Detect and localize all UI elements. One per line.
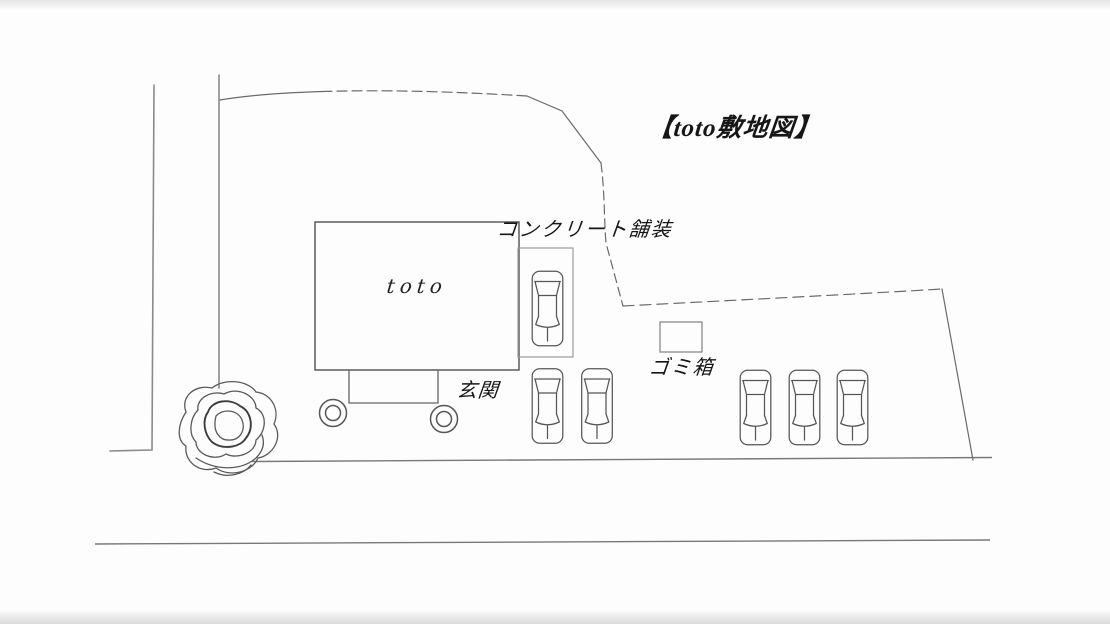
- porch-circle-left-outer: [318, 398, 348, 428]
- tree-stroke-tail: [213, 464, 252, 476]
- boundary-seg-3: [526, 95, 602, 164]
- car-row-1: [531, 368, 564, 444]
- trash-bin-label: ゴミ箱: [647, 357, 716, 379]
- car-row-2: [581, 368, 613, 444]
- tree-stroke-bottom: [195, 434, 264, 469]
- plan-title: 【toto敷地図】: [646, 115, 823, 142]
- tree-loop-mid: [190, 390, 265, 458]
- road-lines: [94, 456, 993, 545]
- entrance-label: 玄関: [455, 380, 500, 402]
- car-row-3: [739, 369, 772, 446]
- building-rect: [314, 221, 520, 371]
- car-row-4: [788, 369, 821, 446]
- boundary-seg-2: [321, 90, 528, 97]
- porch-circle-right-inner: [435, 410, 453, 428]
- boundary-seg-6: [941, 288, 974, 461]
- left-boundary-lines: [109, 74, 220, 452]
- paved-stall-rect: [517, 247, 574, 358]
- porch-circle-left-inner: [324, 404, 342, 422]
- pavement-label: コンクリート舗装: [495, 219, 674, 241]
- boundary-seg-4: [600, 162, 624, 307]
- tree-loop-inner: [214, 410, 244, 441]
- trash-bin-box: [659, 321, 703, 353]
- boundary-seg-1: [219, 90, 323, 101]
- left-line-outer: [109, 84, 155, 452]
- building-outline: [314, 221, 520, 404]
- car-in-stall: [531, 270, 564, 347]
- tree-scribble: [178, 381, 279, 476]
- tree-loop-outer: [178, 381, 279, 474]
- car-row-5: [836, 369, 869, 446]
- road-edge-lower: [94, 539, 991, 545]
- boundary-seg-5: [622, 288, 943, 307]
- site-boundary: [219, 90, 974, 461]
- porch-circle-right-outer: [429, 404, 459, 434]
- porch-circles: [318, 398, 459, 434]
- entrance-porch: [348, 370, 439, 404]
- road-edge-upper: [251, 456, 993, 463]
- building-name-label: toto: [385, 274, 449, 298]
- tree-loop-dark: [203, 400, 252, 448]
